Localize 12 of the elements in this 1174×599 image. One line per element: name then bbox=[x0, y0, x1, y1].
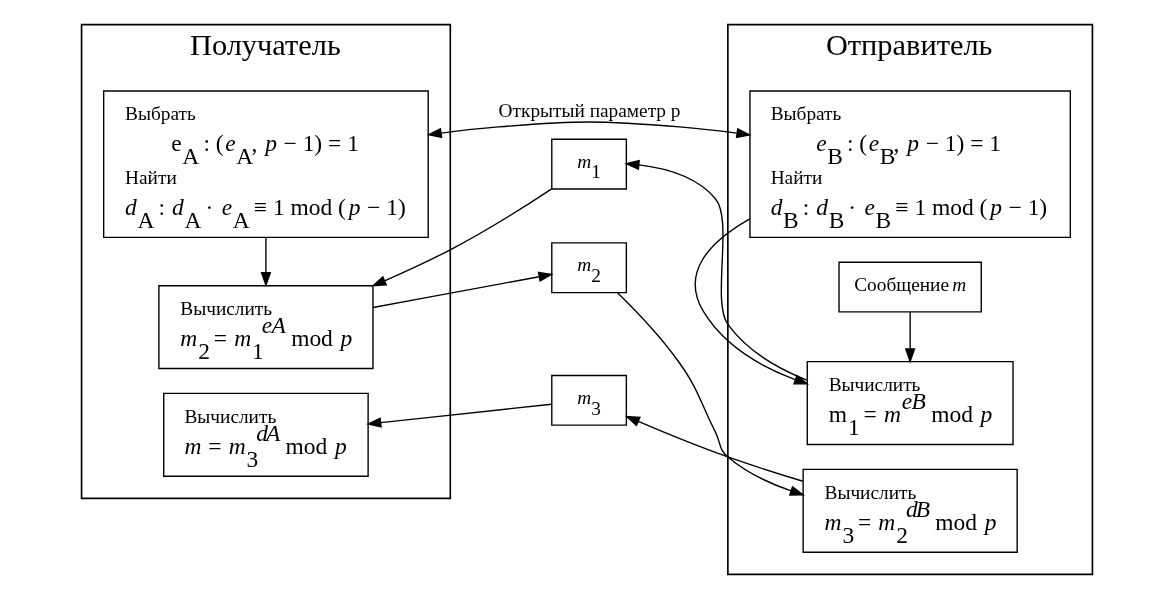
arrow bbox=[624, 159, 808, 381]
arrow bbox=[366, 403, 553, 428]
arrow bbox=[426, 121, 752, 139]
arrow bbox=[372, 271, 554, 309]
arrow bbox=[616, 292, 805, 496]
node-box: Сообщение m bbox=[838, 261, 982, 313]
arrow bbox=[694, 218, 810, 385]
arrow bbox=[624, 415, 804, 482]
arrow bbox=[260, 236, 272, 288]
arrow bbox=[904, 311, 916, 364]
arrow bbox=[371, 188, 552, 287]
edge-label: Открытый параметр p bbox=[498, 100, 681, 122]
